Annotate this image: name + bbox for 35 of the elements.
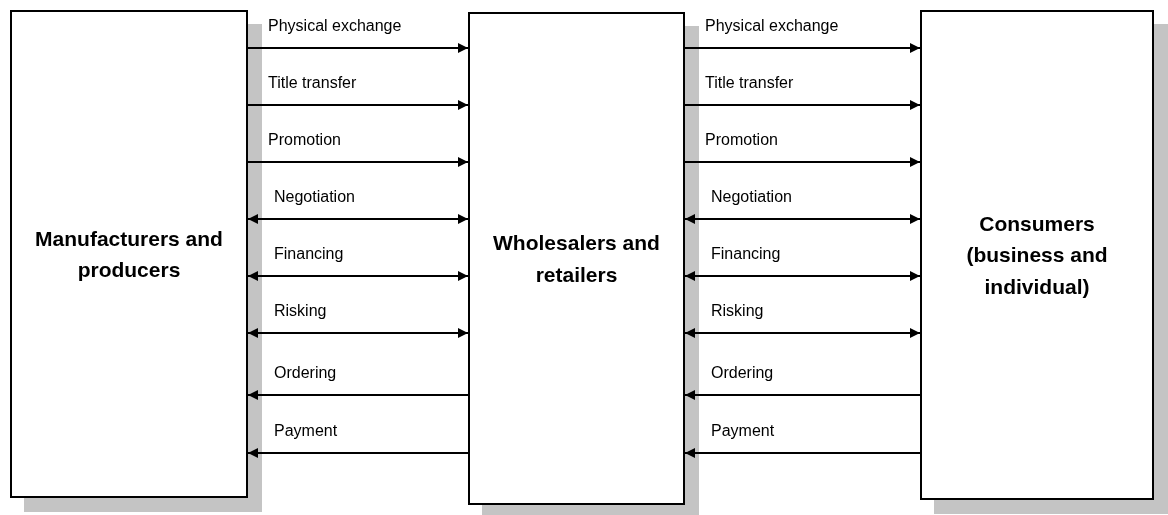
edge-label: Financing <box>711 246 781 262</box>
edge-label: Title transfer <box>705 75 794 91</box>
arrow <box>247 43 469 53</box>
edge-label: Promotion <box>268 132 341 148</box>
edge-label: Physical exchange <box>268 18 402 34</box>
edge-label: Ordering <box>711 365 774 381</box>
arrow <box>247 271 469 281</box>
edge-label: Ordering <box>274 365 337 381</box>
arrow <box>684 271 921 281</box>
arrow <box>247 448 469 458</box>
arrow <box>684 390 921 400</box>
edge-label: Physical exchange <box>705 18 839 34</box>
arrow <box>247 100 469 110</box>
edge-label: Negotiation <box>274 189 355 205</box>
arrow <box>684 448 921 458</box>
edge-label: Payment <box>274 423 338 439</box>
arrow <box>247 157 469 167</box>
arrow <box>684 43 921 53</box>
edge-label: Title transfer <box>268 75 357 91</box>
edge-label: Payment <box>711 423 775 439</box>
entity-name: Wholesalers and retailers <box>492 230 661 288</box>
arrow <box>247 328 469 338</box>
arrow <box>684 100 921 110</box>
edge-label: Promotion <box>705 132 778 148</box>
arrow <box>684 328 921 338</box>
entity-name: Consumers (business and individual) <box>965 210 1109 300</box>
arrow <box>247 390 469 400</box>
entity-name: Manufacturers and producers <box>34 225 224 283</box>
arrow <box>684 157 921 167</box>
edge-label: Risking <box>274 303 327 319</box>
edge-label: Financing <box>274 246 344 262</box>
edge-label: Risking <box>711 303 764 319</box>
edge-label: Negotiation <box>711 189 792 205</box>
arrow <box>247 214 469 224</box>
arrow <box>684 214 921 224</box>
